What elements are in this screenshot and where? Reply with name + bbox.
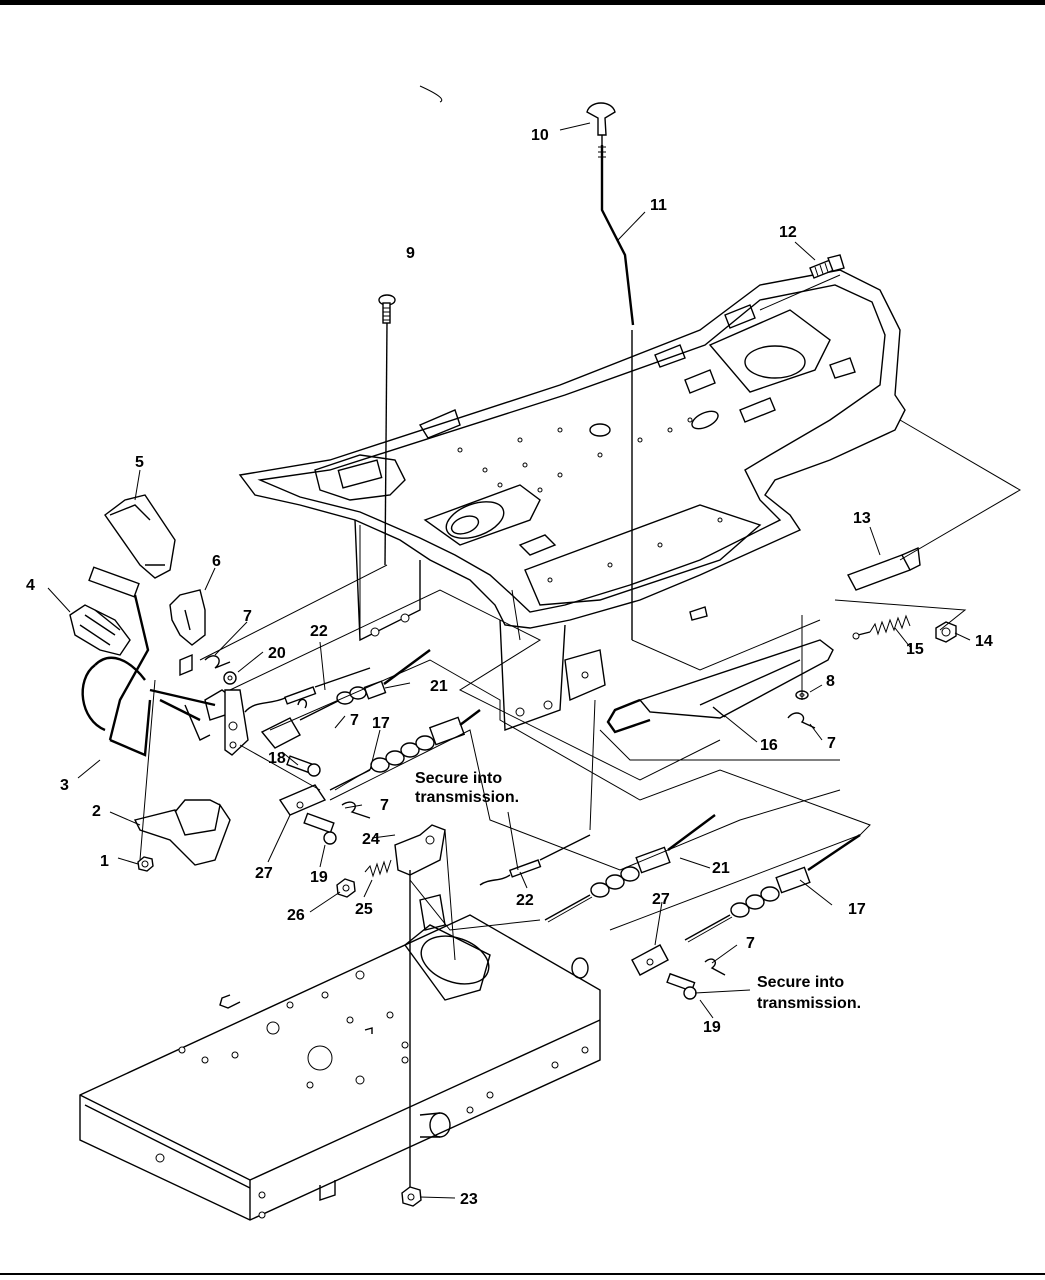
callout-15: 15 xyxy=(906,641,924,658)
callout-1: 1 xyxy=(100,853,109,870)
callout-20: 20 xyxy=(268,645,286,662)
callout-25: 25 xyxy=(355,901,373,918)
note-right-line1: Secure into xyxy=(757,974,844,991)
callout-7a: 7 xyxy=(243,608,252,625)
callout-8: 8 xyxy=(826,673,835,690)
frame xyxy=(238,269,906,731)
callout-16: 16 xyxy=(760,737,778,754)
callout-27b: 27 xyxy=(652,891,670,908)
callout-7c: 7 xyxy=(380,797,389,814)
callout-24: 24 xyxy=(362,831,380,848)
bottom-rule xyxy=(0,1273,1045,1275)
callout-21b: 21 xyxy=(712,860,730,877)
note-left-line1: Secure into xyxy=(415,770,502,787)
callout-9: 9 xyxy=(406,245,415,262)
callout-13: 13 xyxy=(853,510,871,527)
note-left-line2: transmission. xyxy=(415,789,519,806)
callout-7d: 7 xyxy=(827,735,836,752)
callout-4: 4 xyxy=(26,577,35,594)
callout-leaders xyxy=(47,85,971,1199)
callout-19a: 19 xyxy=(310,869,328,886)
callout-5: 5 xyxy=(135,454,144,471)
callout-17b: 17 xyxy=(848,901,866,918)
note-right-line2: transmission. xyxy=(757,995,861,1012)
callout-10: 10 xyxy=(531,127,549,144)
callout-11: 11 xyxy=(650,197,667,214)
callout-18: 18 xyxy=(268,750,286,767)
callout-27a: 27 xyxy=(255,865,273,882)
notes: Secure into transmission. Secure into tr… xyxy=(415,770,861,1012)
callout-7b: 7 xyxy=(350,712,359,729)
top-rule xyxy=(0,0,1045,5)
callout-7e: 7 xyxy=(746,935,755,952)
callout-2: 2 xyxy=(92,803,101,820)
cables xyxy=(244,649,861,1207)
callout-12: 12 xyxy=(779,224,797,241)
callout-23: 23 xyxy=(460,1191,478,1208)
pedal-assembly xyxy=(69,494,249,872)
callout-17a: 17 xyxy=(372,715,390,732)
callout-26: 26 xyxy=(287,907,305,924)
transmission xyxy=(79,894,601,1221)
callout-6: 6 xyxy=(212,553,221,570)
callout-21a: 21 xyxy=(430,678,448,695)
callout-19b: 19 xyxy=(703,1019,721,1036)
callout-3: 3 xyxy=(60,777,69,794)
callout-22a: 22 xyxy=(310,623,328,640)
assembly-lines xyxy=(139,274,1021,961)
rods xyxy=(378,102,845,640)
callout-14: 14 xyxy=(975,633,993,650)
callout-labels: 1 2 3 4 5 6 7 20 22 21 7 17 18 7 27 19 2… xyxy=(26,127,993,1208)
speed-control xyxy=(606,546,957,734)
callout-22b: 22 xyxy=(516,892,534,909)
